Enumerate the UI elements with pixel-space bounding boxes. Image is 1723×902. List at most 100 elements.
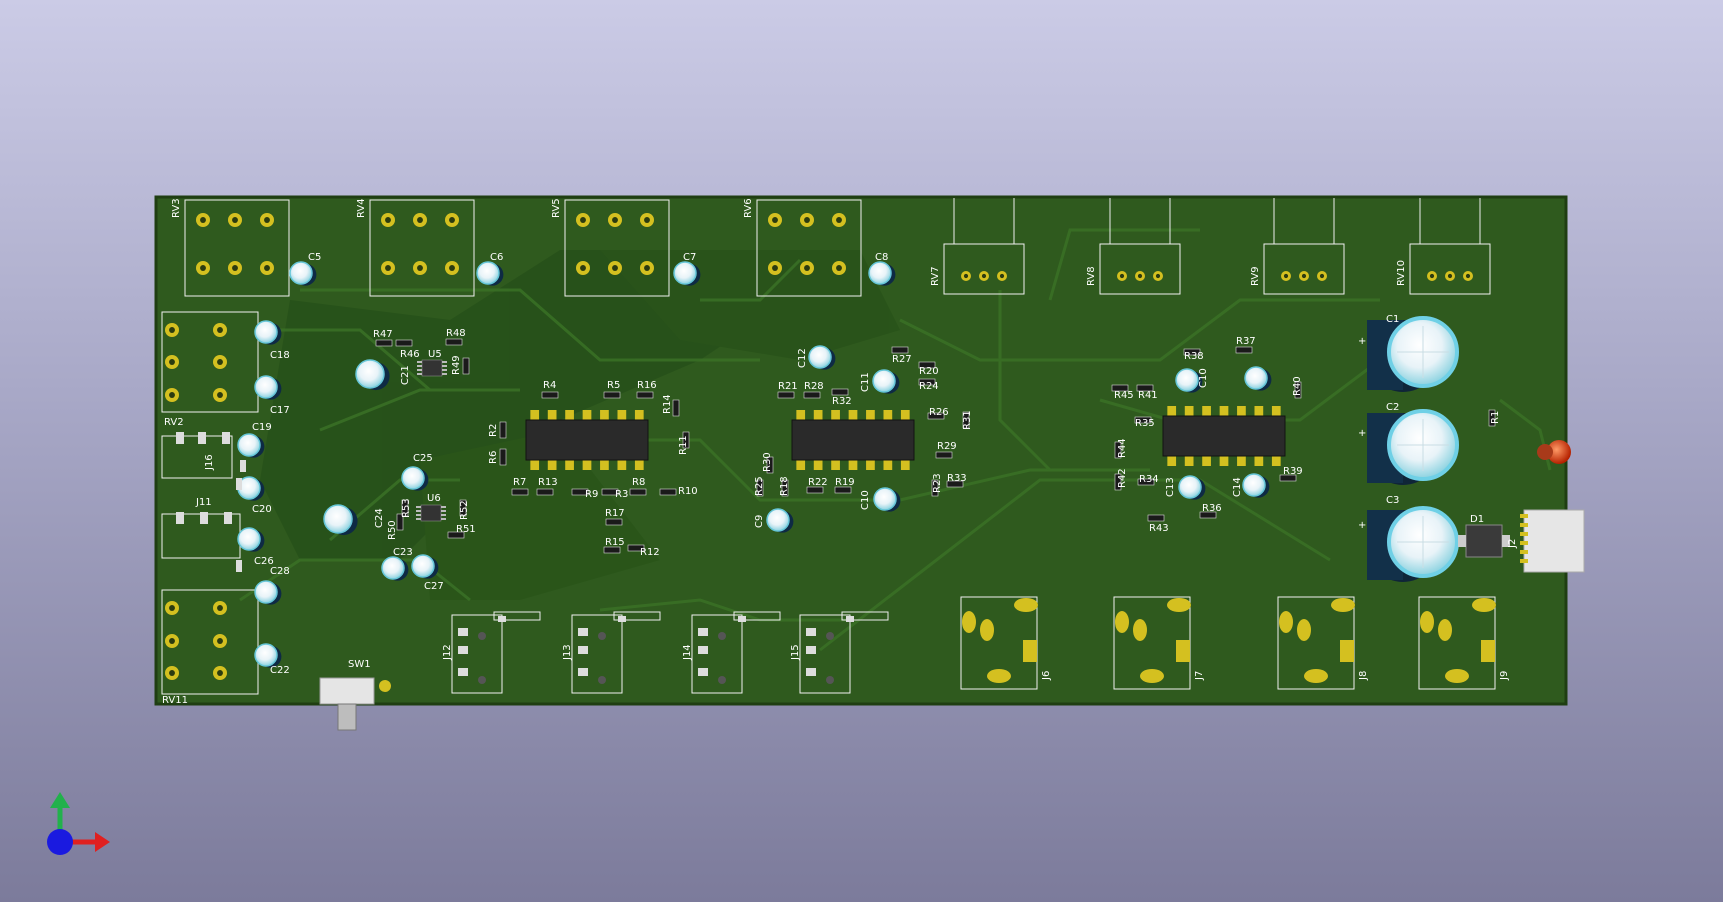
copper-traces [239,228,1552,652]
usb-c-connector [1523,509,1585,573]
capacitor-c22 [254,643,282,668]
silk-label-r12: R12 [640,547,660,558]
resistor-r29 [935,451,953,459]
pot-label-rv6: RV6 [743,198,754,218]
silk-label-r16: R16 [637,380,657,391]
capacitor-c21 [355,359,390,391]
pad-hole [772,265,778,271]
pad-hole [417,217,423,223]
silk-label-c9: C9 [754,515,765,528]
jack-label-j16: J16 [204,454,215,471]
resistor-r27 [891,346,909,354]
silk-label-c28: C28 [270,566,290,577]
pad-hole [449,265,455,271]
resistor-r13 [536,488,554,496]
silk-label-r48: R48 [446,328,466,339]
pad-hole [169,327,175,333]
silk-label-r49: R49 [451,355,462,375]
resistor-r24 [918,378,936,386]
resistor-r25 [756,479,764,497]
pad-hole [981,273,987,279]
pot-label-rv4: RV4 [356,198,367,218]
capacitor-c10b [1175,368,1203,393]
capacitor-c5 [289,261,317,286]
silk-label-r15: R15 [605,537,625,548]
silk-label-r22: R22 [808,477,828,488]
pad-hole [612,217,618,223]
pad-hole [232,265,238,271]
pot-outline-rv4 [369,199,475,297]
pad-hole [232,217,238,223]
silk-label-c14: C14 [1232,477,1243,497]
capacitor-c26 [237,527,265,552]
jack-label-j11: J11 [195,497,212,508]
jack-label-j8: J8 [1358,671,1369,681]
silk-label-r50: R50 [387,520,398,540]
pot-label-rv11: RV11 [162,695,188,706]
pad-hole [963,273,969,279]
silk-label-c12: C12 [797,348,808,368]
pad-hole [385,217,391,223]
capacitor-c2 [1367,409,1459,485]
silk-label-r52: R52 [459,500,470,520]
pot-outline-rv9 [1263,243,1345,295]
silk-label-r32: R32 [832,396,852,407]
pad-hole [169,670,175,676]
capacitor-c14 [1242,473,1270,498]
silk-label-r11: R11 [678,435,689,455]
silk-label-r8: R8 [632,477,645,488]
pad-hole [169,638,175,644]
pad-hole [836,217,842,223]
silk-label-r51: R51 [456,524,476,535]
pad-hole [217,638,223,644]
capacitor-c8 [868,261,896,286]
silk-label-r34: R34 [1139,474,1159,485]
pad-hole [385,265,391,271]
silk-label-c25: C25 [413,453,433,464]
z-axis-dot-icon [47,829,73,855]
pad-hole [1301,273,1307,279]
resistor-r51 [447,531,465,539]
copper-pours [260,250,900,600]
silk-label-c27: C27 [424,581,444,592]
capacitor-c20 [237,476,265,501]
resistor-r50 [396,513,404,531]
jack-label-j9: J9 [1499,671,1510,681]
resistor-r8 [629,488,647,496]
resistor-r16 [636,391,654,399]
jack-outline-j16 [161,435,233,479]
resistor-r14 [672,399,680,417]
pot-outline-rv3 [184,199,290,297]
capacitor-c25 [401,466,429,491]
pad-hole [580,265,586,271]
silk-label-c7: C7 [683,252,696,263]
ic-op-amp-3 [1162,406,1286,466]
resistor-r7 [511,488,529,496]
silk-label-r23: R23 [932,473,943,493]
silk-label-r27: R27 [892,354,912,365]
resistor-r11 [682,431,690,449]
diode-d1 [1465,524,1503,558]
resistor-r5 [603,391,621,399]
silk-label-c20: C20 [252,504,272,515]
resistor-r32 [831,388,849,396]
silk-label-r43: R43 [1149,523,1169,534]
capacitor-c14b [1244,366,1272,391]
silk-label-r21: R21 [778,381,798,392]
silk-label-c6: C6 [490,252,503,263]
silk-label-r33: R33 [947,473,967,484]
resistor-r20 [918,361,936,369]
polarity-plus: + [1358,428,1366,439]
silk-label-r36: R36 [1202,503,1222,514]
resistor-r31 [962,411,970,429]
silk-label-r14: R14 [662,394,673,414]
resistor-r17 [605,518,623,526]
capacitor-c17 [254,375,282,400]
resistor-r1 [1488,409,1496,427]
capacitor-c3 [1367,506,1459,582]
silk-label-r39: R39 [1283,466,1303,477]
silk-label-r41: R41 [1138,390,1158,401]
pot-outline-rv2 [161,311,259,413]
silk-label-r28: R28 [804,381,824,392]
